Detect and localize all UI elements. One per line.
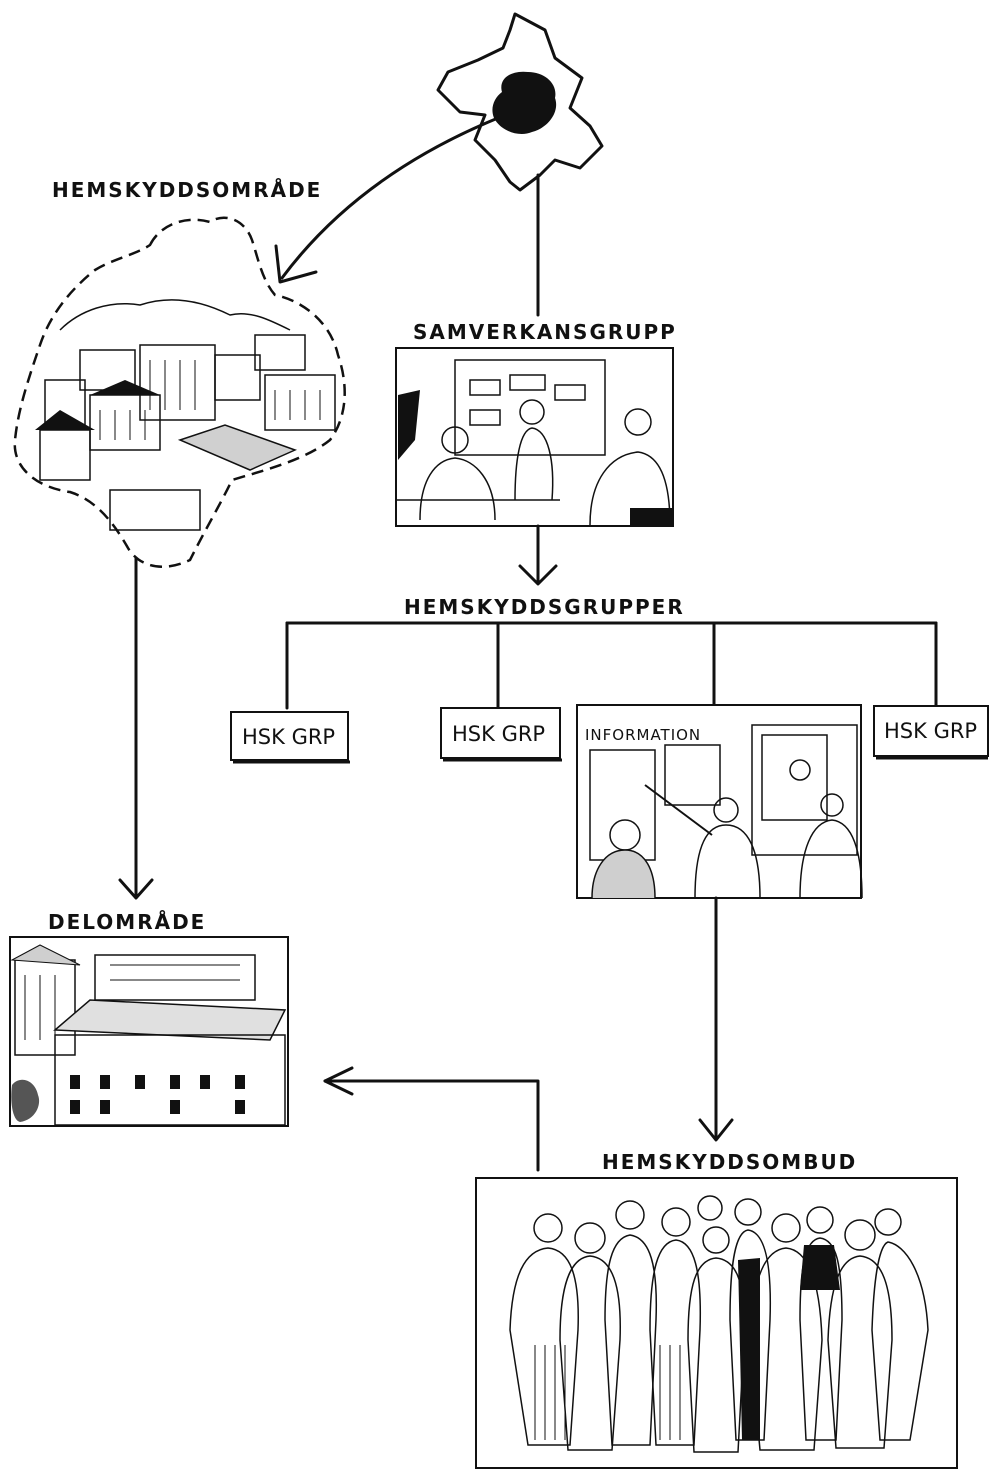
- group-of-people-illustration-icon: [475, 1177, 958, 1469]
- information-office-illustration-icon: INFORMATION: [576, 704, 863, 899]
- arrow-map-to-area: [274, 116, 500, 284]
- information-label: INFORMATION: [585, 726, 701, 744]
- hsk-grp-label-3: HSK GRP: [884, 719, 977, 743]
- hsk-grp-box-2: HSK GRP: [440, 707, 562, 762]
- hemskyddsomrade-label: HEMSKYDDSOMRÅDE: [52, 178, 322, 202]
- hsk-grp-box-3: HSK GRP: [873, 705, 989, 760]
- arrow-hemskyddsombud-to-delomrade: [323, 1066, 540, 1172]
- hsk-grp-box-1: HSK GRP: [230, 711, 350, 764]
- arrow-area-to-delomrade: [118, 556, 154, 900]
- office-meeting-illustration-icon: [395, 347, 674, 527]
- hemskyddsgrupper-branches: [285, 621, 938, 710]
- arrow-information-to-hemskyddsombud: [698, 896, 734, 1142]
- arrow-samverkansgrupp-to-hemskyddsgrupper: [518, 524, 558, 586]
- hsk-grp-label-2: HSK GRP: [452, 722, 545, 746]
- hemskyddsombud-label: HEMSKYDDSOMBUD: [602, 1150, 857, 1174]
- delomrade-label: DELOMRÅDE: [48, 910, 206, 934]
- hsk-grp-label-1: HSK GRP: [242, 725, 335, 749]
- samverkansgrupp-label: SAMVERKANSGRUPP: [413, 320, 677, 344]
- municipality-map-icon: [436, 12, 604, 192]
- hemskyddsgrupper-label: HEMSKYDDSGRUPPER: [404, 595, 685, 619]
- apartment-block-illustration-icon: [9, 936, 289, 1127]
- town-illustration-icon: [13, 216, 346, 568]
